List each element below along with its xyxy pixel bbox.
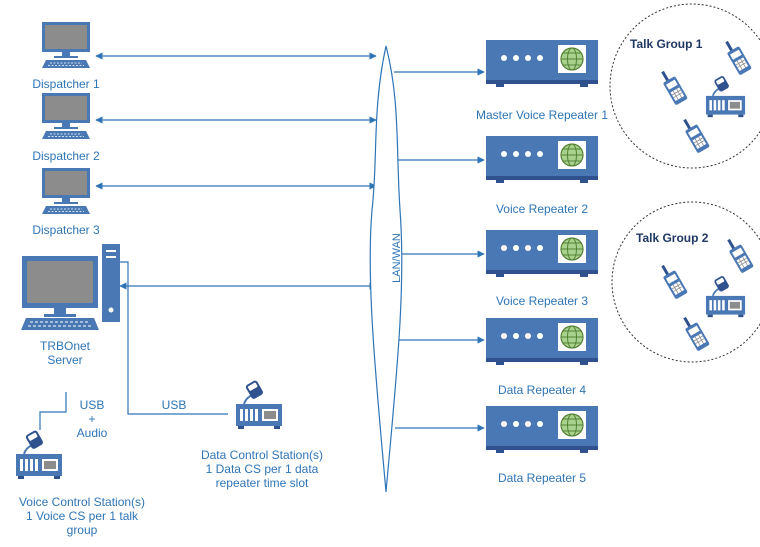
trbonet-server-icon [20, 243, 121, 331]
data-control-station-label: Data Control Station(s) 1 Data CS per 1 … [200, 448, 324, 490]
repeater-1-label: Master Voice Repeater 1 [475, 108, 609, 122]
handheld-radio-icon [679, 312, 711, 352]
handheld-radio-icon [679, 114, 711, 154]
repeater-2-icon [485, 135, 599, 184]
mobile-radio-icon [705, 74, 746, 119]
lan-wan-network [369, 45, 403, 493]
repeater-3-label: Voice Repeater 3 [495, 294, 589, 308]
handheld-radio-icon [723, 234, 755, 274]
handheld-radio-icon [657, 66, 689, 106]
talk-group-1-area [609, 3, 760, 169]
server-label: TRBOnet Server [39, 339, 90, 367]
repeater-5-label: Data Repeater 5 [497, 471, 587, 485]
dispatcher-2-label: Dispatcher 2 [32, 149, 100, 163]
talk-group-2-area [611, 201, 760, 363]
repeater-5-icon [485, 405, 599, 454]
dispatcher-3-label: Dispatcher 3 [32, 223, 100, 237]
dispatcher-2-computer-icon [41, 92, 91, 140]
dispatcher-3-computer-icon [41, 167, 91, 215]
link-usb-audio [39, 392, 67, 430]
talk-group-1-label: Talk Group 1 [630, 37, 703, 51]
usb-label: USB [161, 398, 187, 412]
repeater-4-icon [485, 317, 599, 366]
repeater-1-icon [485, 39, 599, 88]
dispatcher-1-label: Dispatcher 1 [32, 77, 100, 91]
talk-group-2-label: Talk Group 2 [636, 231, 709, 245]
mobile-radio-icon [705, 274, 746, 318]
usb-audio-label: USB + Audio [76, 398, 108, 440]
connection-lines [39, 52, 485, 432]
voice-control-station-radio-icon [15, 428, 63, 480]
data-control-station-radio-icon [235, 378, 283, 430]
handheld-radio-icon [721, 36, 753, 76]
dispatcher-1-computer-icon [41, 21, 91, 69]
repeater-2-label: Voice Repeater 2 [495, 202, 589, 216]
repeater-3-icon [485, 229, 599, 278]
lan-wan-label: LAN/WAN [390, 233, 403, 283]
handheld-radio-icon [657, 260, 689, 300]
repeater-4-label: Data Repeater 4 [497, 383, 587, 397]
link-usb [118, 261, 228, 415]
voice-control-station-label: Voice Control Station(s) 1 Voice CS per … [18, 495, 146, 537]
